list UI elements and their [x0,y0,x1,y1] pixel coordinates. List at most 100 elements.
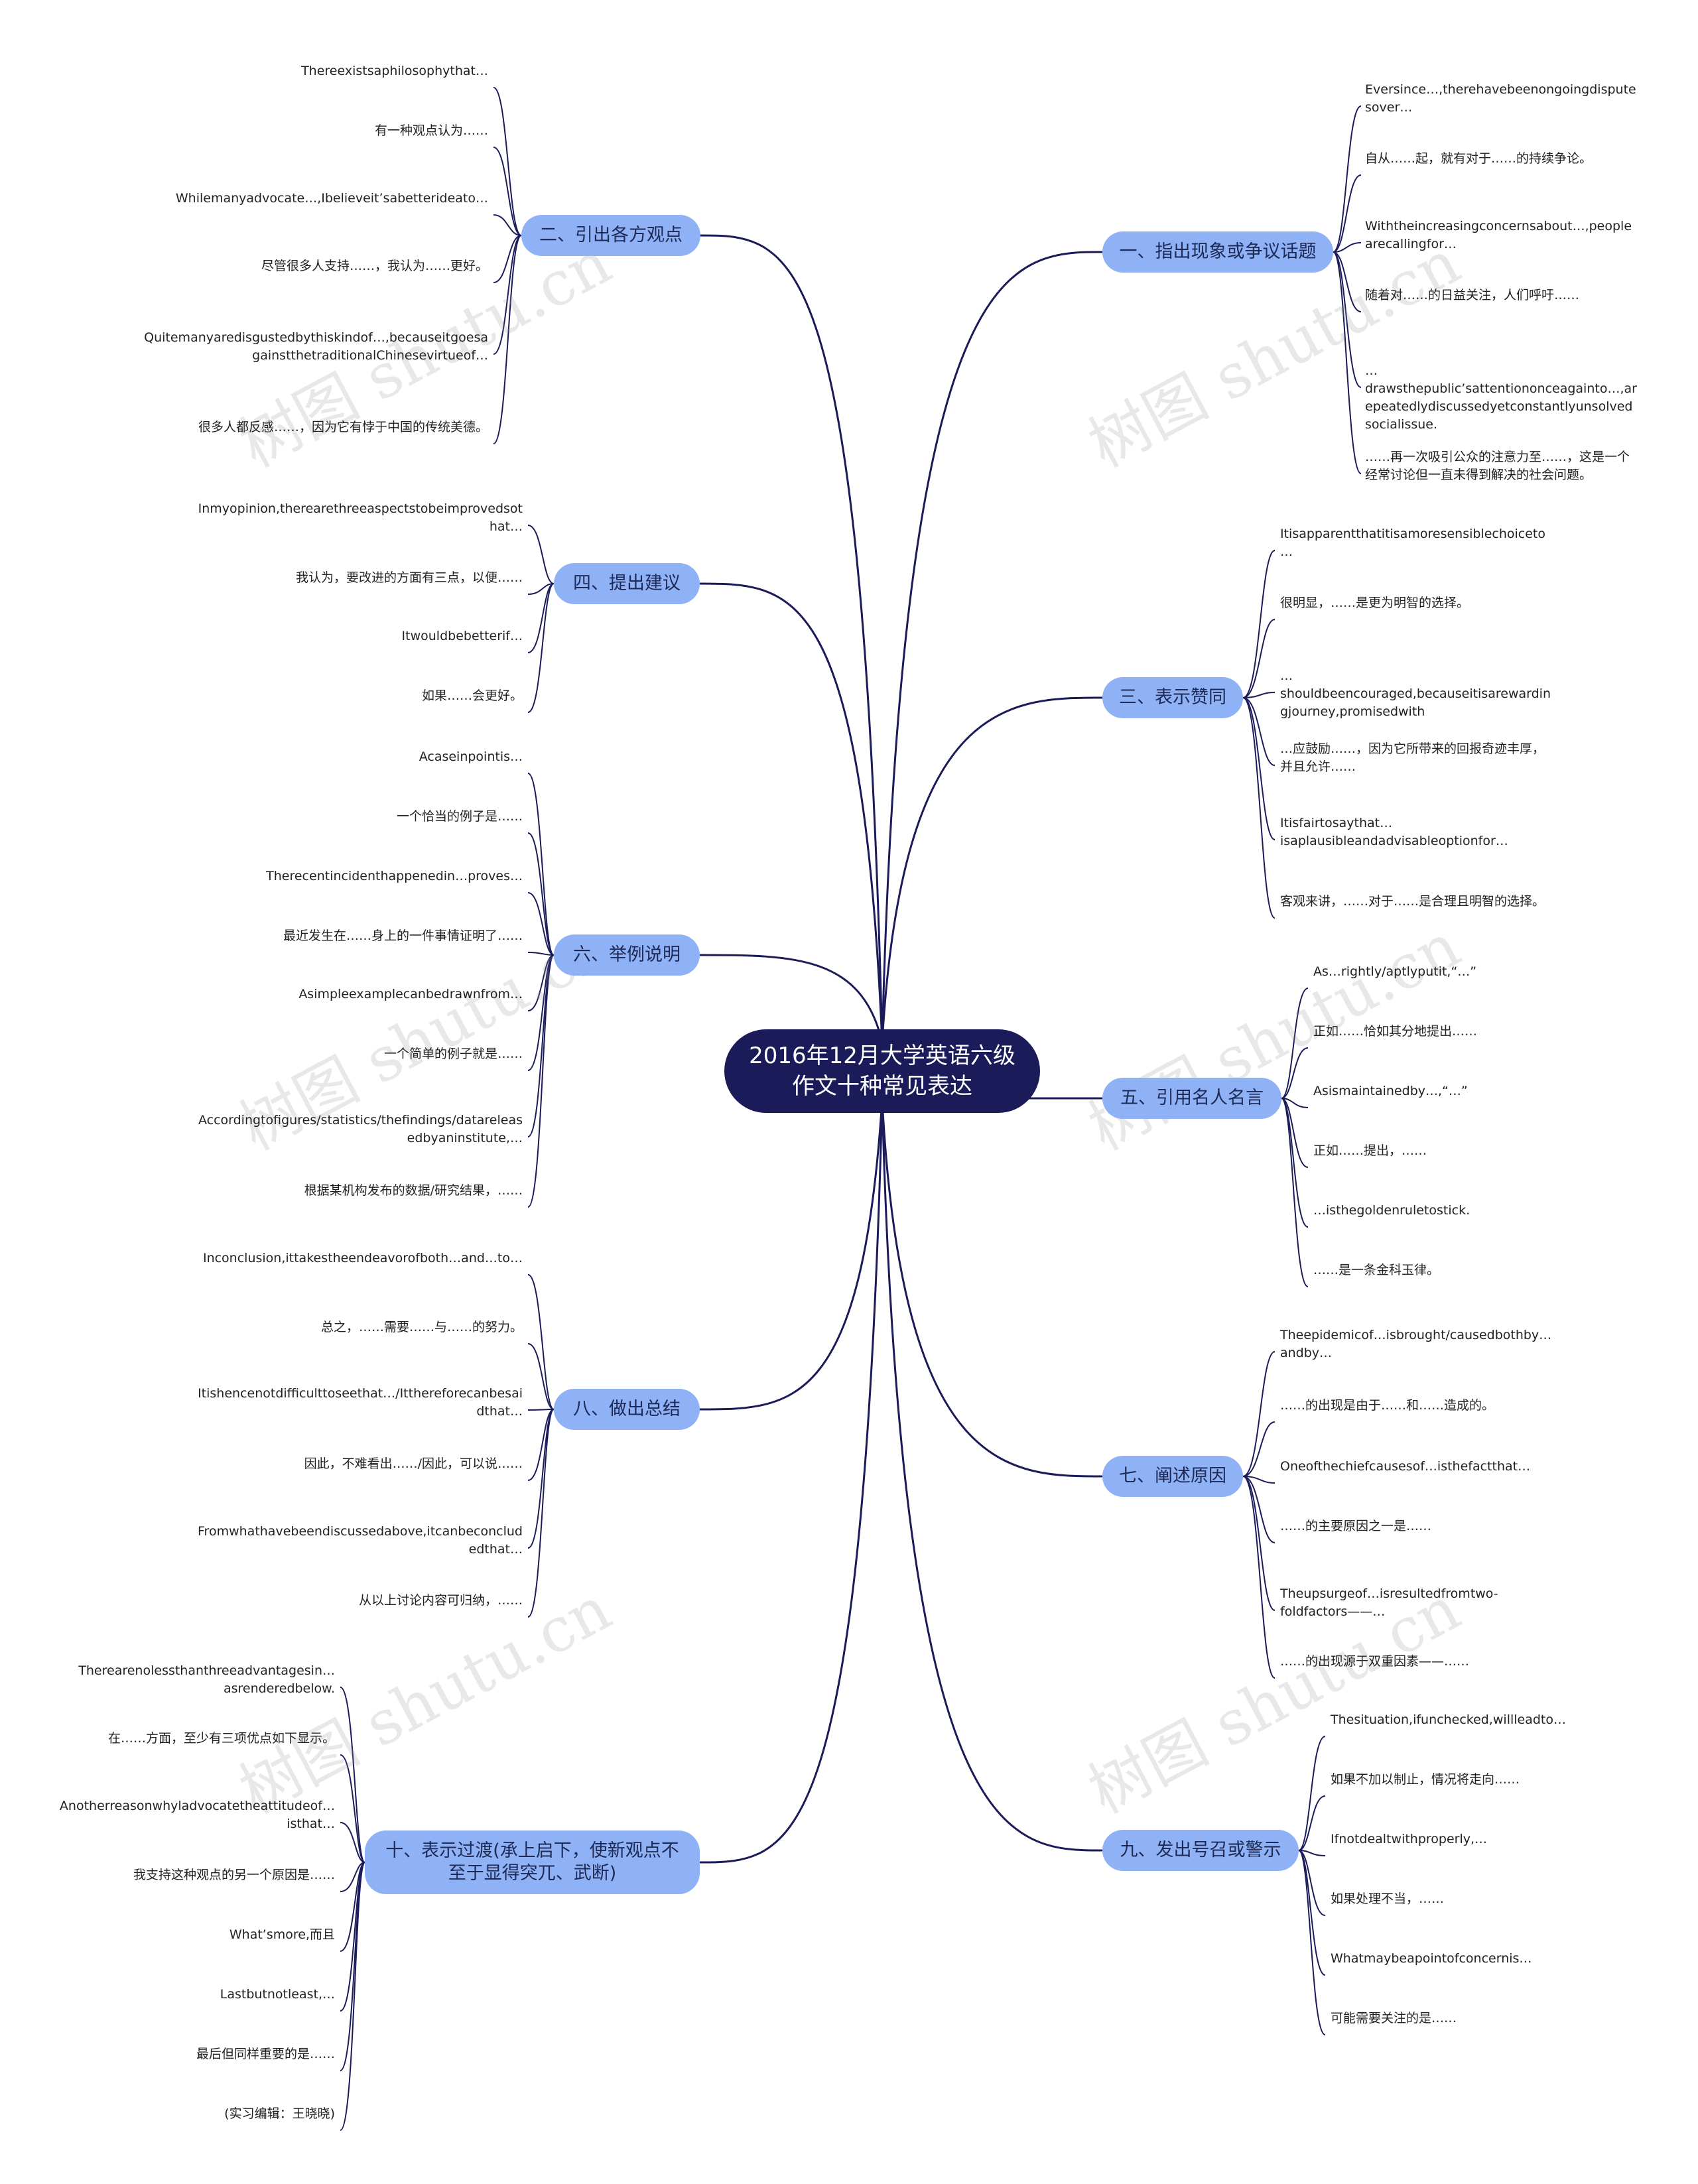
leaf-item[interactable]: ……再一次吸引公众的注意力至……，这是一个经常讨论但一直未得到解决的社会问题。 [1365,450,1630,482]
leaf-item[interactable]: Withtheincreasingconcernsabout…,peoplear… [1365,219,1632,251]
leaf-connector [527,832,555,956]
leaf-item[interactable]: 因此，不难看出……/因此，可以说…… [304,1456,523,1471]
branch-label: 九、发出号召或警示 [1120,1840,1281,1860]
leaf-item[interactable]: Anotherreasonwhyladvocatetheattitudeof…i… [59,1799,335,1831]
leaf-item[interactable]: Theupsurgeof…isresultedfromtwo-foldfacto… [1280,1586,1498,1619]
leaf-item[interactable]: Oneofthechiefcausesof…isthefactthat… [1280,1459,1531,1474]
root-topic[interactable]: 2016年12月大学英语六级 作文十种常见表达 [724,1029,1040,1113]
leaf-item[interactable]: 有一种观点认为…… [374,123,488,138]
leaf-item[interactable]: 很多人都反感……，因为它有悖于中国的传统美德。 [198,420,488,434]
leaf-item[interactable]: 正如……恰如其分地提出…… [1313,1024,1478,1039]
leaf-connector [1298,1795,1326,1851]
leaf-item[interactable]: Whilemanyadvocate…,Ibelieveit’sabetterid… [175,191,488,206]
leaf-item[interactable]: 正如……提出，…… [1313,1143,1427,1158]
branch-b9[interactable]: 九、发出号召或警示 [1102,1830,1299,1871]
leaf-connector [493,235,522,355]
leaf-item[interactable]: What’smore,而且 [229,1927,335,1942]
leaf-item[interactable]: Ifnotdealtwithproperly,… [1331,1832,1488,1846]
leaf-item[interactable]: Therearenolessthanthreeadvantagesin…asre… [78,1663,335,1696]
branch-label: 七、阐述原因 [1119,1466,1226,1486]
leaf-item[interactable]: 我支持这种观点的另一个原因是…… [133,1868,335,1882]
leaf-item[interactable]: Acaseinpointis… [419,749,523,764]
leaf-connector [1298,1850,1326,1976]
leaf-item[interactable]: 如果处理不当，…… [1331,1892,1445,1906]
leaf-item[interactable]: 最后但同样重要的是…… [196,2047,335,2061]
leaf-item[interactable]: 如果不加以制止，情况将走向…… [1331,1772,1520,1787]
branch-connector [881,1099,1103,1478]
leaf-item[interactable]: Itishencenotdifficulttoseethat…/Ittheref… [198,1386,523,1419]
leaf-item[interactable]: Quitemanyaredisgustedbythiskindof…,becau… [144,330,488,363]
leaf-connector [1242,1476,1275,1611]
leaf-item[interactable]: 总之，……需要……与……的努力。 [320,1320,523,1334]
branch-b7[interactable]: 七、阐述原因 [1102,1456,1243,1497]
leaf-connector [1333,174,1362,253]
leaf-item[interactable]: Whatmaybeapointofconcernis… [1331,1951,1532,1966]
leaf-item[interactable]: Itisapparentthatitisamoresensiblechoicet… [1280,527,1546,559]
leaf-item[interactable]: Fromwhathavebeendiscussedabove,itcanbeco… [198,1524,523,1557]
branch-connector [699,1099,883,1864]
leaf-item[interactable]: 从以上讨论内容可归纳，…… [358,1593,523,1608]
leaf-item[interactable]: Thesituation,ifunchecked,willleadto… [1331,1712,1566,1727]
leaf-item[interactable]: 尽管很多人支持……，我认为……更好。 [261,259,488,273]
leaf-item[interactable]: 一个恰当的例子是…… [396,809,523,824]
branch-b4[interactable]: 四、提出建议 [554,563,700,604]
branch-connector [881,1099,1103,1852]
leaf-connector [340,1822,365,1863]
leaf-item[interactable]: As…rightly/aptlyputit,“…” [1313,964,1477,979]
leaf-item[interactable]: Inmyopinion,therearethreeaspectstobeimpr… [198,501,523,534]
leaf-connector [1242,692,1275,698]
leaf-connector [340,1687,365,1863]
leaf-item[interactable]: Theepidemicof…isbrought/causedbothby…and… [1280,1328,1552,1360]
leaf-item[interactable]: …应鼓励……，因为它所带来的回报奇迹丰厚，并且允许…… [1280,741,1545,774]
branch-b8[interactable]: 八、做出总结 [554,1389,700,1430]
leaf-connector [1333,105,1362,253]
leaf-item[interactable]: ……是一条金科玉律。 [1313,1263,1440,1277]
leaf-item[interactable]: ……的出现是由于……和……造成的。 [1280,1398,1495,1413]
leaf-connector [1242,697,1275,840]
leaf-item[interactable]: 如果……会更好。 [421,688,523,703]
leaf-item[interactable]: Asimpleexamplecanbedrawnfrom… [298,987,523,1001]
leaf-item[interactable]: 在……方面，至少有三项优点如下显示。 [107,1731,335,1746]
leaf-item[interactable]: 随着对……的日益关注，人们呼吁…… [1365,288,1580,302]
leaf-item[interactable]: ……的主要原因之一是…… [1280,1519,1432,1533]
leaf-item[interactable]: Lastbutnotleast,… [220,1987,335,2002]
leaf-item[interactable]: 我认为，要改进的方面有三点，以便…… [295,570,523,585]
leaf-item[interactable]: …shouldbeencouraged,becauseitisarewardin… [1280,669,1551,719]
leaf-item[interactable]: Inconclusion,ittakestheendeavorofboth…an… [202,1251,523,1265]
leaf-connector [1281,988,1309,1099]
leaf-item[interactable]: 可能需要关注的是…… [1331,2011,1457,2025]
leaf-item[interactable]: …isthegoldenruletostick. [1313,1203,1470,1218]
branch-b1[interactable]: 一、指出现象或争议话题 [1102,231,1333,273]
leaf-item[interactable]: Itwouldbebetterif… [401,629,523,643]
leaf-item[interactable]: 自从……起，就有对于……的持续争论。 [1365,151,1593,166]
leaf-item[interactable]: 一个简单的例子就是…… [383,1047,523,1061]
branch-label: 八、做出总结 [573,1399,681,1419]
branch-b5[interactable]: 五、引用名人名言 [1102,1078,1281,1119]
leaf-item[interactable]: 很明显，……是更为明智的选择。 [1280,596,1470,610]
leaf-item[interactable]: ……的出现源于双重因素——…… [1280,1654,1470,1669]
leaf-connector [493,214,522,236]
leaf-connector [1281,1098,1309,1168]
leaf-item[interactable]: Therecentincidenthappenedin…proves… [266,869,523,883]
leaf-item[interactable]: 最近发生在……身上的一件事情证明了…… [283,929,523,943]
leaf-item[interactable]: Itisfairtosaythat…isaplausibleandadvisab… [1280,816,1508,848]
leaf-item[interactable]: Asismaintainedby…,“…” [1313,1084,1468,1098]
branch-label: 五、引用名人名言 [1120,1088,1264,1108]
leaf-item[interactable]: Accordingtofigures/statistics/thefinding… [198,1113,523,1145]
leaf-item[interactable]: 客观来讲，……对于……是合理且明智的选择。 [1280,894,1545,909]
leaf-connector [1281,1098,1309,1228]
branch-b10[interactable]: 十、表示过渡(承上启下，使新观点不至于显得突兀、武断) [365,1831,700,1894]
branch-b3[interactable]: 三、表示赞同 [1102,677,1243,718]
leaf-item[interactable]: Eversince…,therehavebeenongoingdisputeso… [1365,82,1636,115]
leaf-item[interactable]: …drawsthepublic’sattentiononceagainto…,a… [1365,363,1637,432]
leaf-item[interactable]: Thereexistsaphilosophythat… [301,64,488,78]
branch-b6[interactable]: 六、举例说明 [554,934,700,976]
leaf-connector [340,1862,365,1892]
leaf-item[interactable]: 根据某机构发布的数据/研究结果，…… [304,1183,523,1198]
root-title-line1: 2016年12月大学英语六级 [749,1043,1015,1069]
leaf-connector [1281,1047,1309,1099]
leaf-connector [527,1409,555,1411]
branch-b2[interactable]: 二、引出各方观点 [521,215,700,256]
leaf-item[interactable]: (实习编辑：王晓晓) [224,2106,335,2121]
